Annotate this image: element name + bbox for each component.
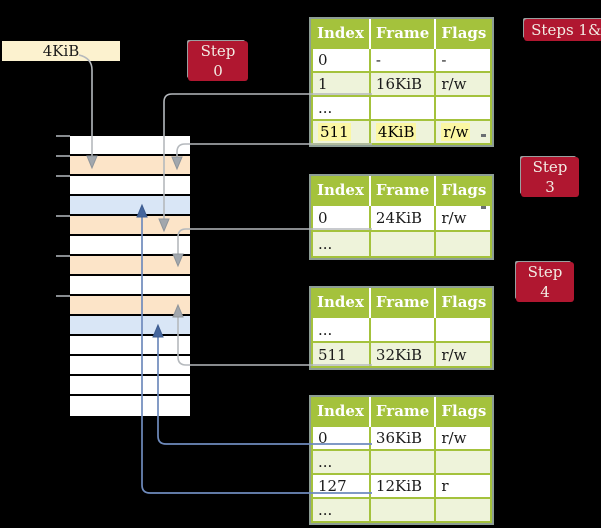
table-row: 0 - - (311, 47, 493, 73)
cell-frame: 4KiB (368, 119, 437, 145)
cell-index: ... (311, 95, 371, 121)
highlight: r/w (441, 123, 471, 141)
cell-flags (434, 230, 493, 258)
cell-index: 511 (311, 341, 371, 368)
table-row: 0 24KiB r/w (311, 204, 493, 232)
cell-flags: r/w (434, 71, 493, 97)
root-pointer-box: 4KiB (2, 41, 120, 61)
cell-index: 127 (311, 473, 371, 499)
memory-row-page-table (70, 256, 190, 276)
page-table: Index Frame Flags 0 36KiB r/w ... 127 12… (311, 397, 493, 523)
column-header-frame: Frame (369, 19, 437, 48)
column-header-frame: Frame (369, 176, 437, 205)
table-row: ... (311, 497, 493, 523)
cell-frame (368, 497, 437, 523)
column-header-flags: Flags (435, 397, 492, 426)
cell-index: ... (311, 316, 371, 343)
column-header-flags: Flags (435, 176, 492, 205)
table-header-row: Index Frame Flags (312, 288, 492, 317)
memory-row-free (70, 236, 190, 256)
cell-flags (434, 497, 493, 523)
column-header-frame: Frame (369, 397, 437, 426)
badge-step-4: Step 4 (516, 262, 574, 302)
column-header-flags: Flags (435, 19, 492, 48)
column-header-frame: Frame (369, 288, 437, 317)
cell-frame: 16KiB (368, 71, 437, 97)
memory-row-free (70, 336, 190, 356)
table-row: 1 16KiB r/w (311, 71, 493, 97)
badge-step-0: Step 0 (188, 41, 248, 81)
step3-page-table: Index Frame Flags 0 24KiB r/w ... (309, 174, 495, 260)
table-header-row: Index Frame Flags (312, 397, 492, 426)
table-row: ... (311, 230, 493, 258)
table-row: 127 12KiB r (311, 473, 493, 499)
final-page-table: Index Frame Flags 0 36KiB r/w ... 127 12… (309, 395, 495, 525)
badge-step-3: Step 3 (521, 157, 579, 197)
step4-page-table: Index Frame Flags ... 511 32KiB r/w (309, 286, 495, 370)
column-header-index: Index (312, 397, 371, 426)
column-header-index: Index (312, 19, 371, 48)
memory-row-free (70, 396, 190, 416)
table-row: 0 36KiB r/w (311, 425, 493, 451)
cell-frame: 32KiB (368, 341, 437, 368)
memory-row-mapped-page (70, 316, 190, 336)
cell-index: 0 (311, 204, 371, 232)
cell-frame (368, 449, 437, 475)
cell-index: ... (311, 230, 371, 258)
memory-row-free (70, 376, 190, 396)
column-header-index: Index (312, 176, 371, 205)
column-header-index: Index (312, 288, 371, 317)
cell-flags (434, 449, 493, 475)
cell-frame: 36KiB (368, 425, 437, 451)
root-page-table: Index Frame Flags 0 - - 1 16KiB r/w ... … (309, 17, 495, 147)
cell-flags: - (434, 47, 493, 73)
cell-index: 1 (311, 71, 371, 97)
cell-index: ... (311, 497, 371, 523)
memory-row-free (70, 136, 190, 156)
memory-row-free (70, 276, 190, 296)
cell-index: 0 (311, 425, 371, 451)
cell-index: 511 (311, 119, 371, 145)
cell-flags (434, 316, 493, 343)
address-ticks (56, 135, 70, 297)
memory-row-free (70, 176, 190, 196)
table-row: ... (311, 95, 493, 121)
table-header-row: Index Frame Flags (312, 19, 492, 48)
memory-row-page-table (70, 156, 190, 176)
page-table: Index Frame Flags 0 24KiB r/w ... (311, 176, 493, 258)
cell-flags: r/w (434, 425, 493, 451)
memory-column (70, 136, 190, 416)
page-table: Index Frame Flags 0 - - 1 16KiB r/w ... … (311, 19, 493, 145)
memory-row-page-table (70, 216, 190, 236)
page-table: Index Frame Flags ... 511 32KiB r/w (311, 288, 493, 368)
highlight: 4KiB (375, 123, 417, 141)
cell-frame (368, 230, 437, 258)
badge-steps-1-2: Steps 1&2 (524, 19, 601, 41)
memory-row-page-table (70, 296, 190, 316)
cell-frame (368, 95, 437, 121)
cell-flags: r/w (434, 204, 493, 232)
table-row: ... (311, 316, 493, 343)
cell-flags: r (434, 473, 493, 499)
memory-row-mapped-page (70, 196, 190, 216)
table-row: 511 32KiB r/w (311, 341, 493, 368)
cell-flags (434, 95, 493, 121)
cell-frame: 12KiB (368, 473, 437, 499)
cell-frame: - (368, 47, 437, 73)
table-row-highlighted: 511 4KiB r/w (311, 119, 493, 145)
column-header-flags: Flags (435, 288, 492, 317)
table-row: ... (311, 449, 493, 475)
memory-row-free (70, 356, 190, 376)
cell-flags: r/w (434, 119, 493, 145)
cell-frame: 24KiB (368, 204, 437, 232)
cell-index: 0 (311, 47, 371, 73)
highlight: 511 (318, 123, 351, 141)
cell-index: ... (311, 449, 371, 475)
cell-flags: r/w (434, 341, 493, 368)
table-header-row: Index Frame Flags (312, 176, 492, 205)
cell-frame (368, 316, 437, 343)
